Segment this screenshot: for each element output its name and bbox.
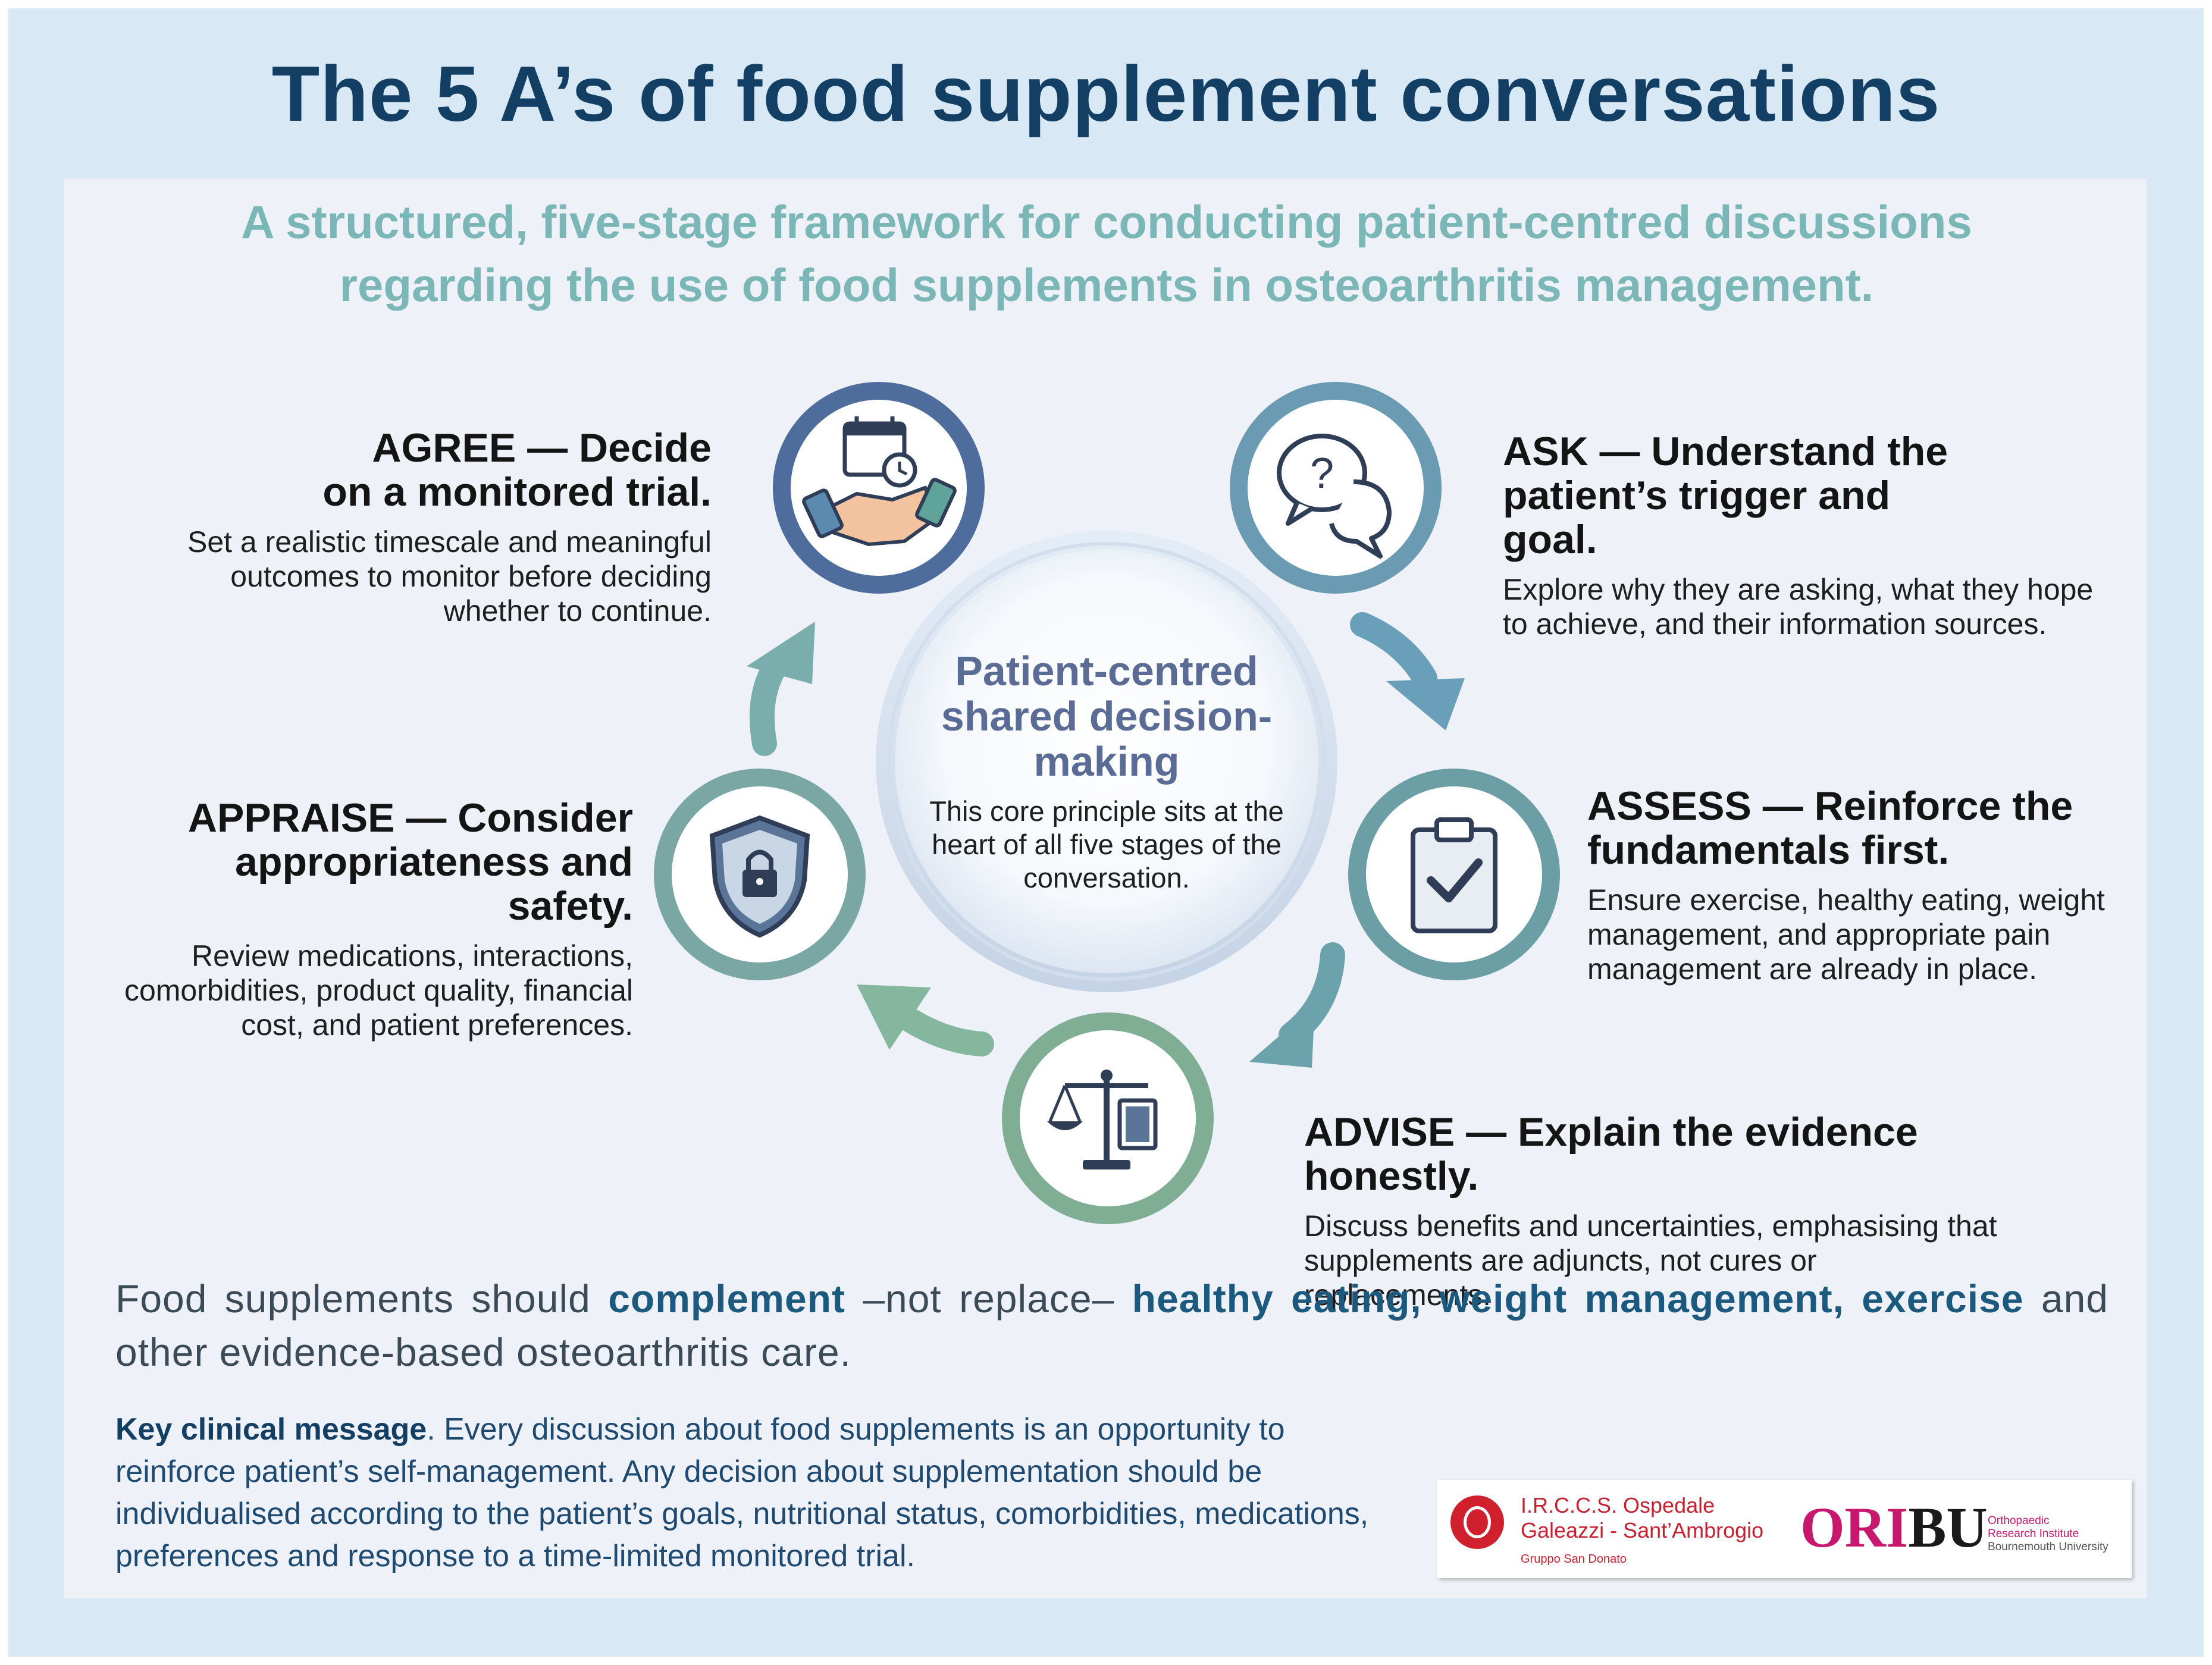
- statement-text-3: and other evidence-based osteoarthritis …: [115, 1277, 2108, 1374]
- complement-statement: Food supplements should complement –not …: [115, 1272, 2108, 1379]
- center-circle: [876, 531, 1337, 992]
- stage-agree-heading: AGREE — Decide on a monitored trial.: [322, 425, 712, 515]
- galeazzi-logo-text: I.R.C.C.S. Ospedale Galeazzi - Sant’Ambr…: [1521, 1493, 1763, 1543]
- clipboard-check-icon: [1411, 817, 1497, 933]
- stage-ask-body: Explore why they are asking, what they h…: [1503, 573, 2094, 641]
- handshake-calendar-icon: [802, 416, 957, 547]
- agree-icon-circle: [773, 382, 985, 594]
- stage-advise: ADVISE — Explain the evidence honestly. …: [1304, 1110, 2078, 1312]
- stage-assess-heading: ASSESS — Reinforce the fundamentals firs…: [1587, 783, 2073, 873]
- statement-text-1: Food supplements should: [115, 1277, 609, 1321]
- stage-ask: ASK — Understand the patient’s trigger a…: [1503, 429, 2098, 641]
- shield-lock-icon: [709, 815, 810, 938]
- oribu-text-line3: Bournemouth University: [1988, 1541, 2108, 1553]
- oribu-logo: ORIBU: [1800, 1498, 1988, 1557]
- stage-assess: ASSESS — Reinforce the fundamentals firs…: [1587, 784, 2111, 986]
- galeazzi-group-name: Gruppo San Donato: [1521, 1553, 1627, 1566]
- center-principle: Patient-centred shared decision-making T…: [904, 648, 1309, 895]
- ask-icon-circle: ?: [1230, 382, 1442, 594]
- arrow-assess-to-advise: [1249, 942, 1345, 1068]
- stage-appraise: APPRAISE — Consider appropriateness and …: [107, 796, 633, 1042]
- scales-book-icon: [1047, 1070, 1158, 1169]
- key-clinical-message: Key clinical message. Every discussion a…: [115, 1409, 1412, 1578]
- oribu-logo-text: Orthopaedic Research Institute Bournemou…: [1988, 1515, 2108, 1554]
- statement-text-2: –not replace–: [845, 1277, 1132, 1321]
- speech-bubbles-question-icon: ?: [1277, 434, 1392, 559]
- assess-icon-circle: [1348, 769, 1560, 980]
- key-message-text: . Every discussion about food supplement…: [115, 1412, 1369, 1573]
- oribu-text-line1: Orthopaedic: [1988, 1515, 2050, 1527]
- galeazzi-name-line1: I.R.C.C.S. Ospedale: [1521, 1493, 1715, 1517]
- stage-assess-body: Ensure exercise, healthy eating, weight …: [1587, 883, 2105, 986]
- center-heading: Patient-centred shared decision-making: [941, 648, 1273, 785]
- statement-emphasis-complement: complement: [608, 1277, 845, 1321]
- stage-appraise-body: Review medications, interactions, comorb…: [124, 939, 633, 1042]
- institution-logos: I.R.C.C.S. Ospedale Galeazzi - Sant’Ambr…: [1437, 1480, 2132, 1578]
- appraise-icon-circle: [654, 769, 866, 980]
- arrow-advise-to-appraise: [857, 984, 994, 1056]
- oribu-logo-bu: BU: [1908, 1495, 1988, 1559]
- galeazzi-name-line2: Galeazzi - Sant’Ambrogio: [1521, 1518, 1764, 1542]
- statement-emphasis-care: healthy eating, weight management, exerc…: [1132, 1277, 2024, 1321]
- galeazzi-logo-mark: [1450, 1495, 1504, 1549]
- page-title: The 5 A’s of food supplement conversatio…: [271, 50, 1941, 137]
- arrow-ask-to-assess: [1350, 612, 1465, 730]
- key-message-label: Key clinical message: [115, 1412, 427, 1447]
- page-subtitle: A structured, five-stage framework for c…: [241, 196, 1972, 311]
- advise-icon-circle: [1002, 1012, 1214, 1224]
- center-body: This core principle sits at the heart of…: [929, 795, 1284, 893]
- oribu-text-line2: Research Institute: [1988, 1528, 2079, 1540]
- svg-text:?: ?: [1310, 450, 1334, 497]
- stage-agree-body: Set a realistic timescale and meaningful…: [187, 525, 712, 628]
- stage-advise-heading: ADVISE — Explain the evidence honestly.: [1304, 1109, 1918, 1199]
- stage-advise-body: Discuss benefits and uncertainties, emph…: [1304, 1209, 1997, 1312]
- stage-ask-heading: ASK — Understand the patient’s trigger a…: [1503, 429, 1948, 562]
- oribu-logo-ori: ORI: [1800, 1495, 1909, 1559]
- stage-appraise-heading: APPRAISE — Consider appropriateness and …: [187, 795, 633, 929]
- arrow-appraise-to-agree: [747, 622, 815, 756]
- stage-agree: AGREE — Decide on a monitored trial. Set…: [178, 426, 712, 628]
